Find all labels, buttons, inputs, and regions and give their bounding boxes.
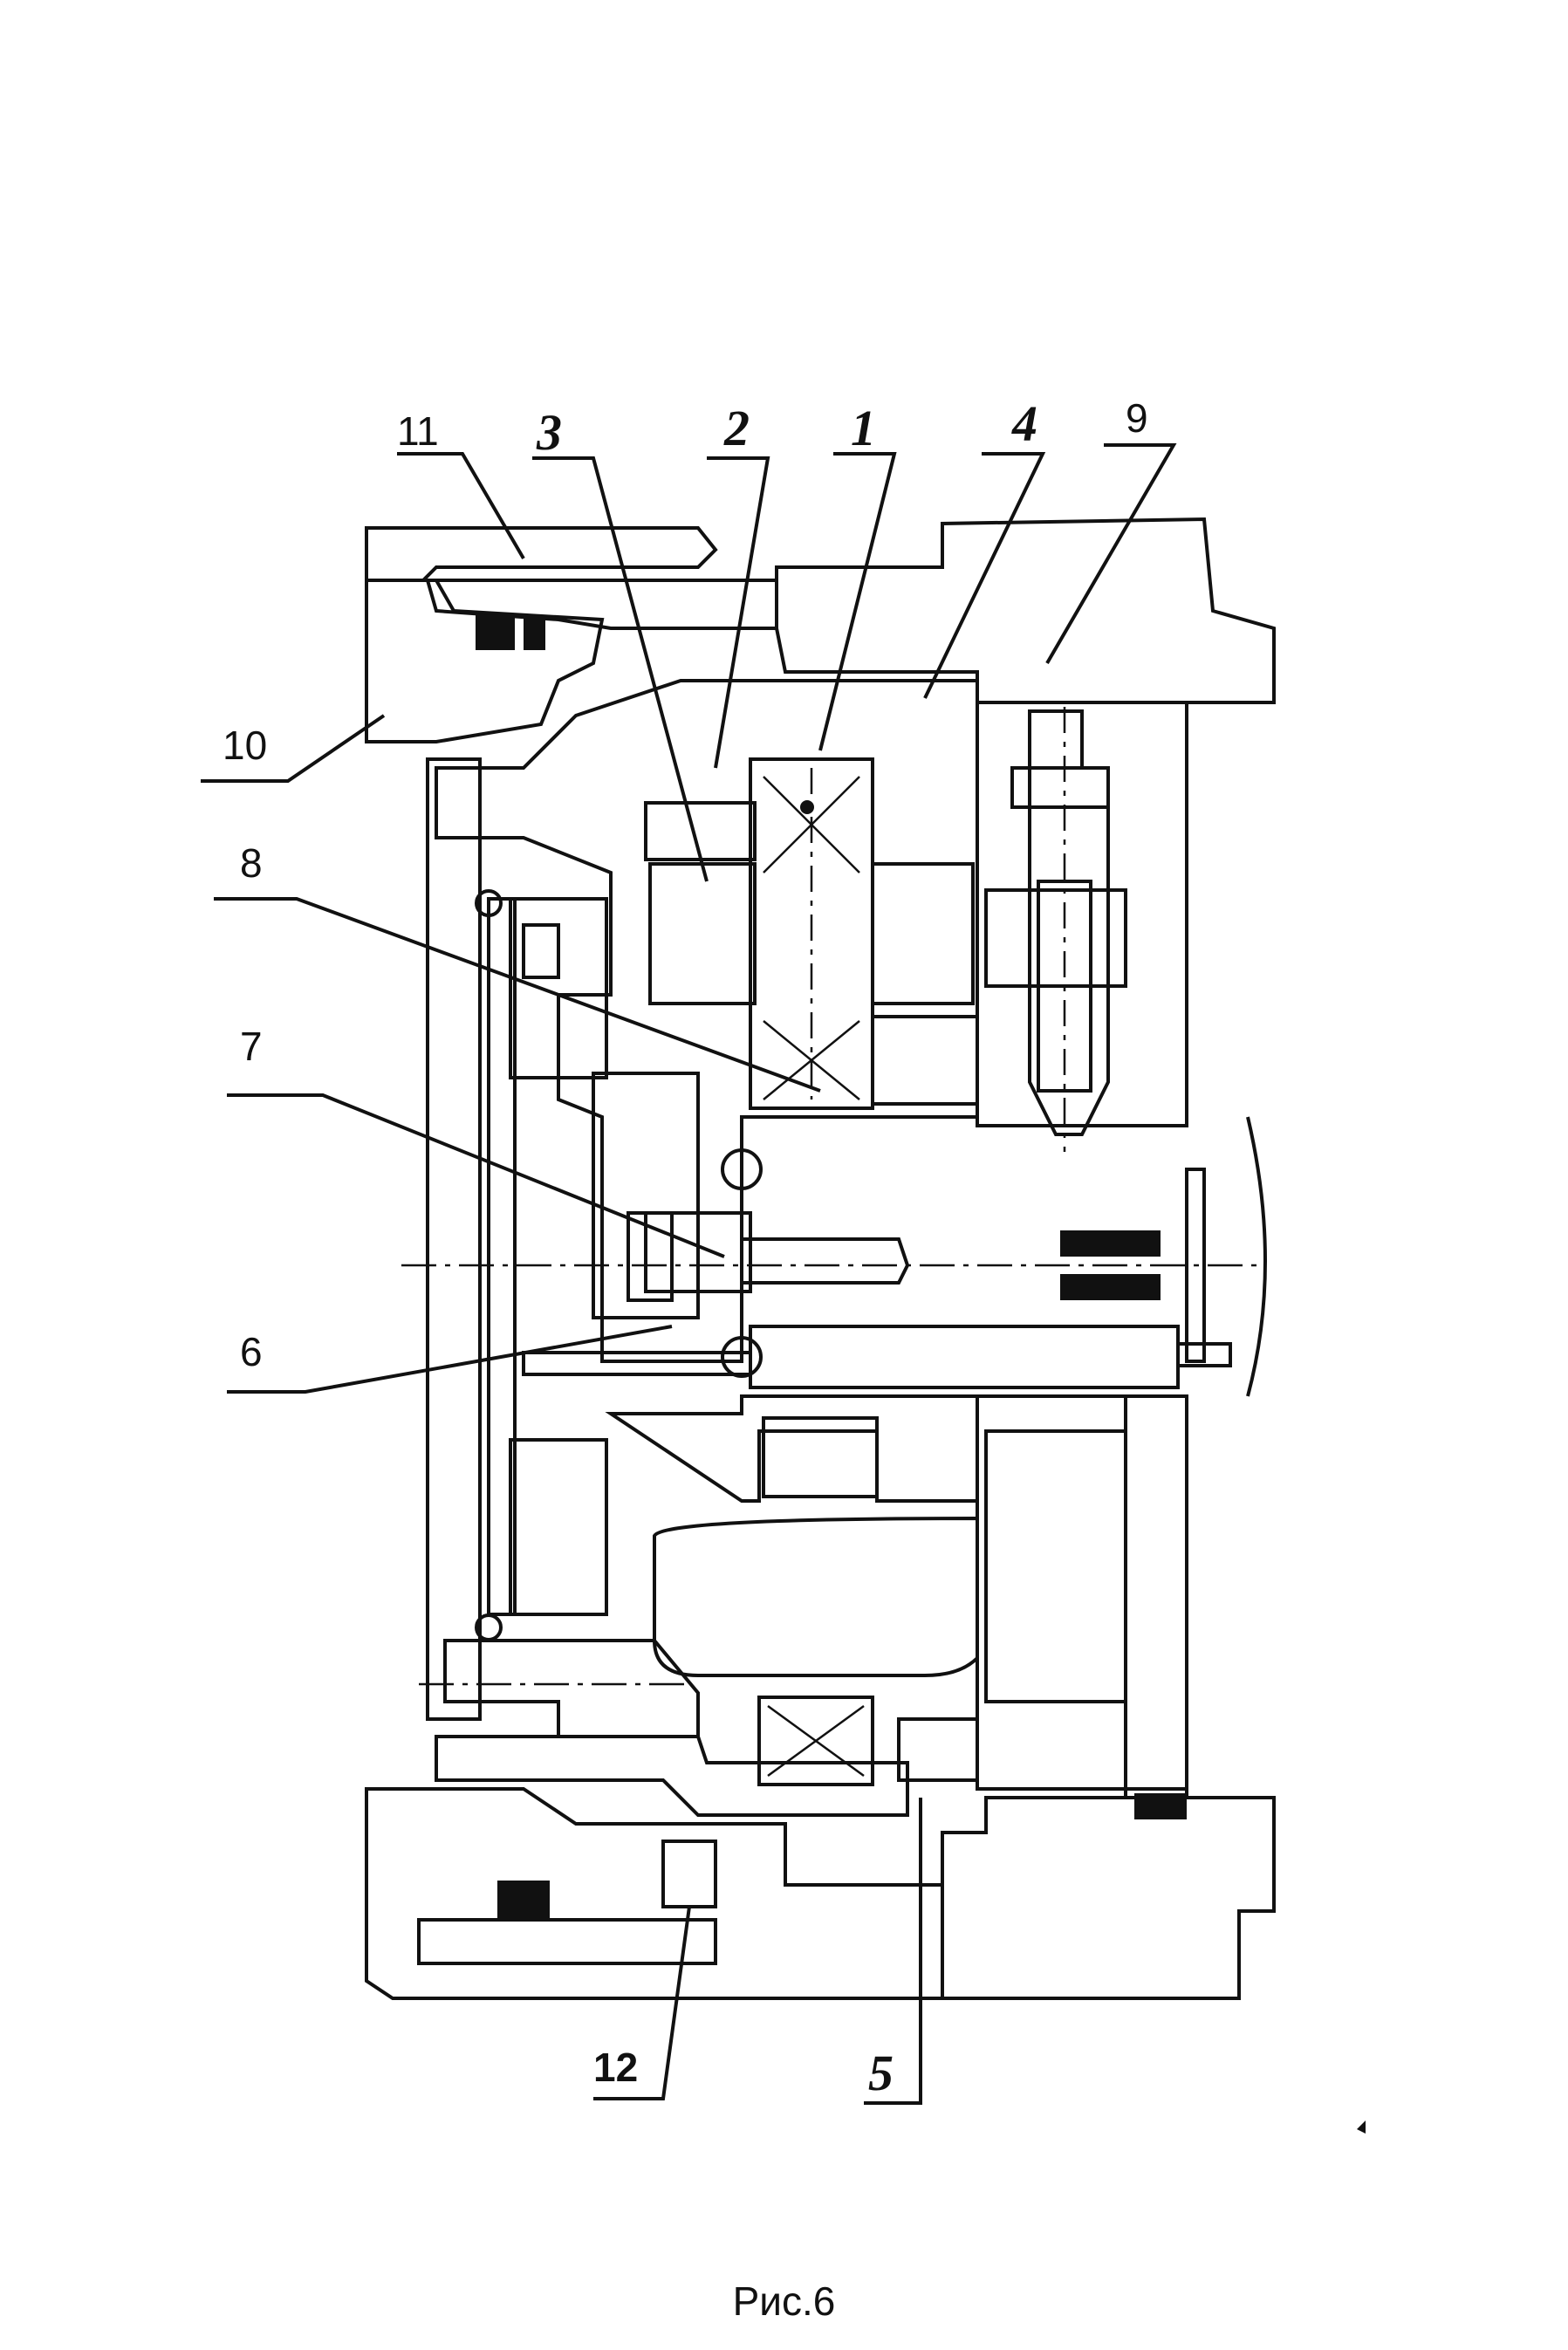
housing-top <box>365 517 1276 704</box>
central-shaft <box>401 1072 1265 1389</box>
callout-7: 7 <box>240 1024 263 1069</box>
callout-6: 6 <box>240 1329 263 1374</box>
coil-3 <box>644 801 979 1106</box>
callout-3: 3 <box>536 404 562 461</box>
callout-4: 4 <box>1011 395 1037 452</box>
pole-piece-1 <box>749 757 874 1110</box>
callout-2: 2 <box>723 400 750 456</box>
callout-12: 12 <box>593 2045 638 2090</box>
rotor-body <box>435 679 1188 1363</box>
scan-mark <box>1357 2120 1366 2134</box>
callout-labels: 11 3 2 1 4 9 10 8 7 6 12 5 <box>223 395 1148 2101</box>
figure-caption: Рис.6 <box>732 2278 836 2324</box>
callout-5: 5 <box>868 2045 894 2101</box>
callout-10: 10 <box>223 723 267 768</box>
housing-bottom <box>365 1787 1276 2000</box>
callout-11: 11 <box>397 408 439 454</box>
callout-9: 9 <box>1126 395 1148 441</box>
lower-body <box>419 1394 1188 1817</box>
flange-10 <box>365 579 605 743</box>
bolt-right <box>984 707 1127 1152</box>
callout-1: 1 <box>851 400 876 456</box>
right-cap <box>1060 1116 1267 1397</box>
callout-8: 8 <box>240 840 263 886</box>
leader-lines <box>201 443 1177 2105</box>
left-cover-8 <box>426 757 608 1721</box>
